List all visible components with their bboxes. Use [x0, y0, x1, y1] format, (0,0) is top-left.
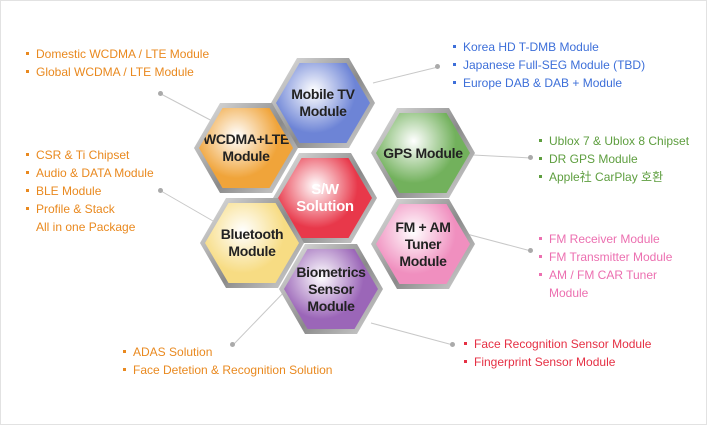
diagram-canvas: Mobile TV Module WCDMA+LTE Module GPS Mo…: [0, 0, 707, 425]
connector-adas: [232, 288, 288, 346]
list-item: BLE Module: [26, 182, 154, 200]
list-item: ADAS Solution: [123, 343, 332, 361]
biometrics-feature-list: Face Recognition Sensor Module Fingerpri…: [464, 335, 651, 371]
connector-dot: [230, 342, 235, 347]
list-item: AM / FM CAR Tuner Module: [539, 266, 672, 302]
connector-dot: [450, 342, 455, 347]
list-item: Audio & DATA Module: [26, 164, 154, 182]
hex-bluetooth-label: Bluetooth Module: [220, 226, 284, 259]
connector-biometrics: [370, 322, 454, 346]
hex-fm-am-fill: FM + AM Tuner Module: [376, 204, 470, 284]
list-item: FM Receiver Module: [539, 230, 672, 248]
hex-wcdma-lte: WCDMA+LTE Module: [194, 103, 298, 193]
connector-dot: [158, 91, 163, 96]
connector-fm: [462, 232, 532, 252]
connector-mobile-tv: [372, 66, 439, 84]
hex-mobile-tv-fill: Mobile TV Module: [276, 63, 370, 143]
list-item: Profile & Stack All in one Package: [26, 200, 154, 236]
hex-biometrics-label: Biometrics Sensor Module: [296, 263, 366, 314]
bluetooth-feature-list: CSR & Ti Chipset Audio & DATA Module BLE…: [26, 146, 154, 236]
list-item: Face Detetion & Recognition Solution: [123, 361, 332, 379]
hex-bluetooth-fill: Bluetooth Module: [205, 203, 299, 283]
list-item: Apple社 CarPlay 호환: [539, 168, 689, 186]
list-item: Korea HD T-DMB Module: [453, 38, 645, 56]
wcdma-feature-list: Domestic WCDMA / LTE Module Global WCDMA…: [26, 45, 209, 81]
list-item: CSR & Ti Chipset: [26, 146, 154, 164]
connector-lines: [160, 66, 532, 346]
connector-dot: [528, 155, 533, 160]
connector-bluetooth: [160, 190, 214, 222]
mobile-tv-feature-list: Korea HD T-DMB Module Japanese Full-SEG …: [453, 38, 645, 92]
list-item: FM Transmitter Module: [539, 248, 672, 266]
connector-dot: [435, 64, 440, 69]
hex-gps: GPS Module: [371, 108, 475, 198]
hex-wcdma-lte-fill: WCDMA+LTE Module: [199, 108, 293, 188]
list-item: DR GPS Module: [539, 150, 689, 168]
hex-biometrics-fill: Biometrics Sensor Module: [284, 249, 378, 329]
list-item: Ublox 7 & Ublox 8 Chipset: [539, 132, 689, 150]
hex-wcdma-lte-label: WCDMA+LTE Module: [202, 131, 290, 164]
list-item: Fingerprint Sensor Module: [464, 353, 651, 371]
hex-mobile-tv: Mobile TV Module: [271, 58, 375, 148]
list-item: Global WCDMA / LTE Module: [26, 63, 209, 81]
list-item: Europe DAB & DAB + Module: [453, 74, 645, 92]
hex-biometrics: Biometrics Sensor Module: [279, 244, 383, 334]
hex-gps-fill: GPS Module: [376, 113, 470, 193]
gps-feature-list: Ublox 7 & Ublox 8 Chipset DR GPS Module …: [539, 132, 689, 186]
connector-dot: [528, 248, 533, 253]
fm-feature-list: FM Receiver Module FM Transmitter Module…: [539, 230, 672, 302]
hex-sw-solution-label: S/W Solution: [296, 181, 354, 215]
hex-mobile-tv-label: Mobile TV Module: [291, 86, 355, 119]
list-item: Face Recognition Sensor Module: [464, 335, 651, 353]
list-item: Domestic WCDMA / LTE Module: [26, 45, 209, 63]
hex-fm-am-label: FM + AM Tuner Module: [395, 218, 451, 269]
connector-gps: [472, 154, 532, 159]
hex-fm-am: FM + AM Tuner Module: [371, 199, 475, 289]
adas-feature-list: ADAS Solution Face Detetion & Recognitio…: [123, 343, 332, 379]
connector-wcdma: [160, 93, 217, 124]
connector-dot: [158, 188, 163, 193]
list-item: Japanese Full-SEG Module (TBD): [453, 56, 645, 74]
hex-gps-label: GPS Module: [383, 144, 463, 161]
